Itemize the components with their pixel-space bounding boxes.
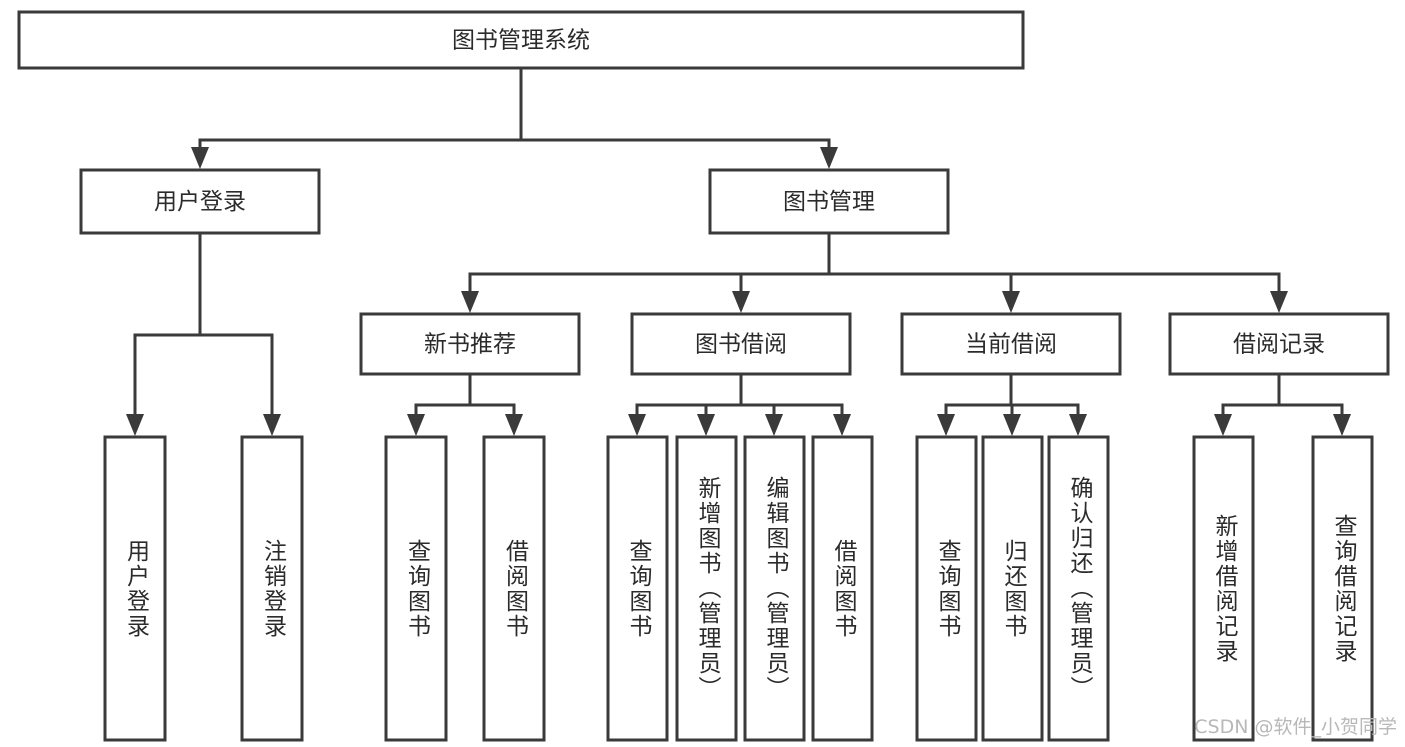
- node-box-current-borrow[interactable]: [900, 312, 1122, 376]
- connector-layer: [126, 66, 1351, 436]
- node-box-user-login[interactable]: [79, 168, 321, 235]
- node-box-leaf-user-login[interactable]: [103, 435, 167, 742]
- arrow-head-icon: [407, 414, 425, 436]
- arrow-head-icon: [505, 414, 523, 436]
- arrow-head-icon: [765, 414, 783, 436]
- arrow-head-icon: [833, 414, 851, 436]
- arrow-head-icon: [461, 291, 479, 313]
- conn-user-login-leaves: [126, 231, 281, 436]
- node-label-root: 图书管理系统: [452, 28, 590, 54]
- node-box-layer: [17, 10, 1390, 742]
- node-label-borrow-record: 借阅记录: [1233, 332, 1325, 358]
- arrow-head-icon: [1002, 291, 1020, 313]
- conn-recommend-leaves: [407, 372, 523, 436]
- arrow-head-icon: [697, 414, 715, 436]
- conn-root-level1: [191, 66, 838, 169]
- node-box-leaf-query-book-recommend[interactable]: [384, 435, 448, 742]
- node-box-leaf-return-book[interactable]: [981, 435, 1044, 742]
- arrow-head-icon: [1214, 414, 1232, 436]
- arrow-head-icon: [191, 147, 209, 169]
- arrow-head-icon: [732, 291, 750, 313]
- node-box-leaf-add-borrow-record[interactable]: [1192, 435, 1255, 742]
- arrow-head-icon: [628, 414, 646, 436]
- node-box-borrow-record[interactable]: [1168, 312, 1390, 376]
- arrow-head-icon: [1003, 414, 1021, 436]
- arrow-head-icon: [1270, 291, 1288, 313]
- arrow-head-icon: [1333, 414, 1351, 436]
- node-label-current-borrow: 当前借阅: [965, 332, 1057, 358]
- node-box-leaf-query-book-current[interactable]: [915, 435, 978, 742]
- node-label-user-login: 用户登录: [154, 189, 246, 215]
- node-box-leaf-query-book-borrow[interactable]: [606, 435, 669, 742]
- node-label-book-manage: 图书管理: [783, 189, 875, 215]
- node-box-leaf-logout-login[interactable]: [240, 435, 304, 742]
- arrow-head-icon: [126, 414, 144, 436]
- node-label-book-borrow: 图书借阅: [695, 332, 787, 358]
- node-box-root[interactable]: [17, 10, 1025, 70]
- conn-record-leaves: [1214, 372, 1351, 436]
- node-box-new-book-recommend[interactable]: [359, 312, 581, 376]
- node-box-book-manage[interactable]: [708, 168, 950, 235]
- arrow-head-icon: [263, 414, 281, 436]
- conn-book-manage-level2: [461, 231, 1288, 313]
- node-box-leaf-borrow-book[interactable]: [811, 435, 874, 742]
- watermark-text: CSDN @软件_小贺同学: [1194, 716, 1397, 738]
- node-box-leaf-borrow-book-recommend[interactable]: [482, 435, 546, 742]
- node-box-leaf-edit-book-admin[interactable]: [743, 435, 806, 742]
- node-box-leaf-query-borrow-record[interactable]: [1311, 435, 1374, 742]
- conn-borrow-leaves: [628, 372, 851, 436]
- node-box-leaf-confirm-return-admin[interactable]: [1047, 435, 1110, 742]
- node-label-new-book-recommend: 新书推荐: [424, 332, 516, 358]
- conn-current-leaves: [937, 372, 1087, 436]
- node-box-book-borrow[interactable]: [630, 312, 852, 376]
- arrow-head-icon: [1069, 414, 1087, 436]
- arrow-head-icon: [820, 147, 838, 169]
- node-box-leaf-add-book-admin[interactable]: [675, 435, 738, 742]
- arrow-head-icon: [937, 414, 955, 436]
